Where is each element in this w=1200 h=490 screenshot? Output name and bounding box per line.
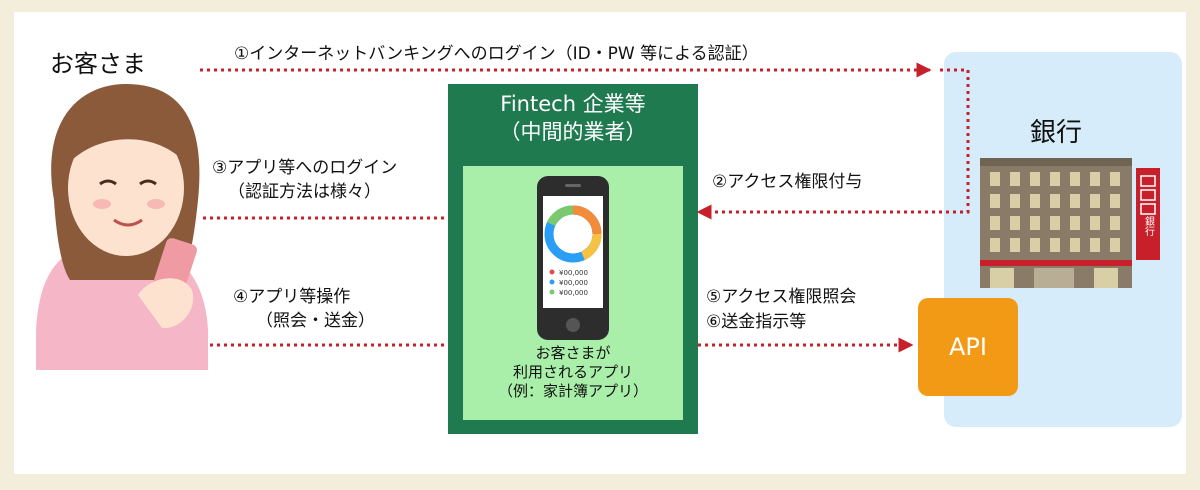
arrow-step2 xyxy=(696,68,970,220)
fintech-title-line2: （中間的業者） xyxy=(499,120,647,144)
smartphone-icon: ¥00,000 ¥00,000 ¥00,000 xyxy=(537,176,609,340)
step4-label-line1: ④アプリ等操作 xyxy=(233,287,351,307)
step5-label: ⑤アクセス権限照会 xyxy=(706,287,857,307)
app-caption: お客さまが 利用されるアプリ （例：家計簿アプリ） xyxy=(463,344,683,401)
api-label: API xyxy=(949,333,987,361)
customer-title: お客さま xyxy=(50,50,146,78)
app-caption-line3: （例：家計簿アプリ） xyxy=(497,382,648,400)
step6-label: ⑥送金指示等 xyxy=(706,312,807,332)
step1-label: ①インターネットバンキングへのログイン（ID・PW 等による認証） xyxy=(234,44,759,64)
fintech-title: Fintech 企業等 （中間的業者） xyxy=(448,90,698,146)
fintech-title-line1: Fintech 企業等 xyxy=(500,92,646,116)
api-box: API xyxy=(918,298,1018,396)
building-windows xyxy=(990,172,1120,252)
fintech-box: Fintech 企業等 （中間的業者） ¥00,000 ¥00,000 ¥00,… xyxy=(448,84,698,434)
step3-label-line2: （認証方法は様々） xyxy=(228,182,381,202)
customer-illustration xyxy=(36,84,208,370)
bank-title: 銀行 xyxy=(1030,118,1083,148)
phone-amount-2: ¥00,000 xyxy=(559,279,588,287)
app-caption-line2: 利用されるアプリ xyxy=(512,363,633,381)
step3-label-line1: ③アプリ等へのログイン xyxy=(212,158,398,178)
step4-label-line2: （照会・送金） xyxy=(256,311,375,331)
phone-amount-1: ¥00,000 xyxy=(559,269,588,277)
app-caption-line1: お客さまが xyxy=(535,344,611,362)
app-panel: ¥00,000 ¥00,000 ¥00,000 お客さまが 利用されるアプリ （… xyxy=(463,166,683,420)
step2-label: ②アクセス権限付与 xyxy=(712,172,863,192)
phone-amount-3: ¥00,000 xyxy=(559,289,588,297)
bank-building-icon: 銀行 xyxy=(980,158,1160,288)
bank-sign-text: 銀行 xyxy=(1143,215,1155,237)
